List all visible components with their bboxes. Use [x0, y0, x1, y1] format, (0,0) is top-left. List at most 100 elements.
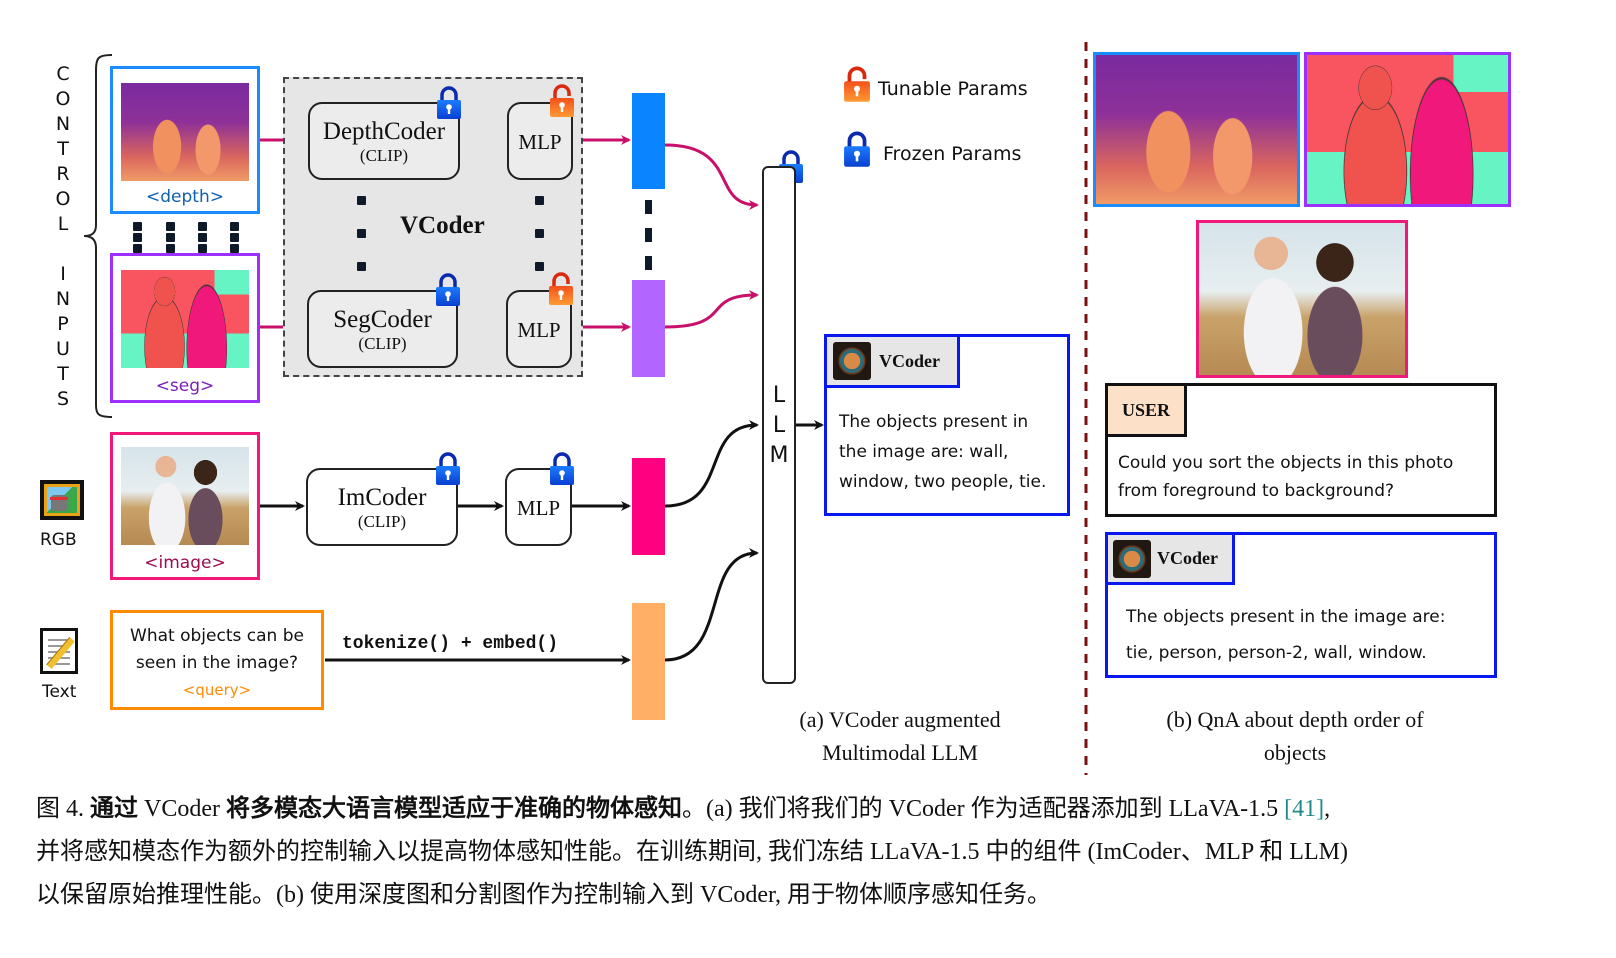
vcoder-response-box-a: VCoder The objects present in the image …	[824, 334, 1070, 516]
frozen-lock-icon	[436, 452, 460, 485]
segcoder-clip-label: (CLIP)	[358, 334, 407, 353]
panel-a-caption: (a) VCoder augmented Multimodal LLM	[750, 703, 1050, 769]
image-token-bar	[632, 458, 665, 555]
control-letter: O	[55, 88, 71, 110]
panel-b-photo-frame	[1196, 220, 1408, 378]
panel-b-seg-frame	[1304, 52, 1511, 207]
seg-tag: <seg>	[155, 376, 215, 396]
image-tag: <image>	[144, 553, 226, 573]
inputs-letter: N	[55, 288, 71, 310]
inputs-label: I N P U T S	[53, 262, 73, 412]
response-line: window, two people, tie.	[839, 472, 1047, 492]
frozen-legend-lock-icon	[844, 131, 870, 167]
panel-b-seg-image	[1307, 55, 1508, 204]
citation-link[interactable]: [41]	[1284, 796, 1325, 822]
imcoder-clip-label: (CLIP)	[357, 512, 407, 531]
depth-input-frame: <depth>	[110, 66, 260, 214]
tunable-legend-label: Tunable Params	[878, 78, 1028, 100]
corgi-avatar-icon	[833, 342, 871, 380]
caption-bold: 将多模态大语言模型适应于准确的物体感知	[225, 796, 682, 822]
control-letter: N	[55, 113, 71, 135]
segmentation-map-image	[121, 270, 249, 368]
inputs-letter: T	[57, 363, 69, 385]
caption-line-2: 并将感知模态作为额外的控制输入以提高物体感知性能。在训练期间, 我们冻结 LLa…	[36, 839, 1348, 865]
token-ellipsis-dash	[645, 228, 652, 242]
figure-caption: 图 4. 通过 VCoder 将多模态大语言模型适应于准确的物体感知。(a) 我…	[36, 788, 1576, 917]
llm-letter: L	[772, 413, 786, 438]
corgi-avatar-icon	[1113, 539, 1151, 578]
vcoder-response-header: VCoder	[827, 337, 960, 388]
depth-token-bar	[632, 93, 665, 189]
rgb-label: RGB	[40, 530, 77, 550]
control-label: C O N T R O L	[53, 62, 73, 237]
caption-text: ,	[1324, 796, 1331, 822]
llm-block: L L M	[762, 166, 796, 684]
rgb-photo-image	[121, 447, 249, 545]
response-line: The objects present in	[839, 412, 1029, 432]
vcoder-response-header: VCoder	[1108, 535, 1235, 585]
tokenize-embed-label: tokenize() + embed()	[342, 634, 559, 654]
caption-bold: 通过	[90, 796, 138, 822]
vcoder-title: VCoder	[400, 212, 485, 239]
frozen-lock-icon	[436, 273, 460, 306]
user-question-line: from foreground to background?	[1118, 481, 1395, 501]
arrow-image-token-to-llm	[664, 420, 759, 508]
tunable-lock-icon	[549, 272, 573, 305]
frozen-legend-label: Frozen Params	[883, 143, 1022, 165]
depth-map-image	[121, 83, 249, 181]
seg-mlp-label: MLP	[517, 318, 561, 342]
caption-text: VCoder	[138, 796, 226, 822]
user-question-box: USER Could you sort the objects in this …	[1105, 383, 1497, 517]
control-letter: C	[56, 63, 70, 85]
llm-letter: M	[769, 443, 789, 468]
inputs-letter: P	[57, 313, 69, 335]
frozen-lock-icon	[437, 86, 461, 119]
seg-token-bar	[632, 280, 665, 377]
query-line: seen in the image?	[135, 653, 299, 673]
imcoder-label: ImCoder	[337, 484, 427, 511]
inputs-letter: S	[56, 388, 70, 410]
imcoder-node: ImCoder (CLIP)	[306, 468, 458, 546]
text-token-bar	[632, 603, 665, 720]
rgb-picture-icon	[40, 480, 84, 520]
depthcoder-label: DepthCoder	[322, 118, 446, 145]
control-inputs-brace	[83, 54, 113, 418]
text-label: Text	[42, 682, 77, 702]
arrow-seg-token-to-llm	[664, 290, 759, 329]
figure-number: 图 4.	[36, 796, 84, 822]
user-question-line: Could you sort the objects in this photo	[1118, 453, 1454, 473]
panel-a-caption-line: Multimodal LLM	[822, 740, 978, 765]
image-mlp-label: MLP	[516, 496, 561, 520]
response-line: the image are: wall,	[839, 442, 1009, 462]
query-line: What objects can be	[130, 626, 304, 646]
caption-line-1: 图 4. 通过 VCoder 将多模态大语言模型适应于准确的物体感知。(a) 我…	[36, 788, 1576, 831]
inputs-letter: U	[56, 338, 70, 360]
tunable-lock-icon	[550, 84, 574, 117]
control-letter: R	[56, 163, 70, 185]
token-ellipsis-dash	[645, 200, 652, 214]
depth-tag: <depth>	[146, 187, 224, 207]
llm-letter: L	[772, 383, 786, 408]
response-line: The objects present in the image are:	[1126, 607, 1446, 627]
bot-name: VCoder	[1157, 548, 1218, 568]
control-letter: L	[57, 213, 69, 235]
control-letter: T	[57, 138, 69, 160]
caption-text: 。(a) 我们将我们的 VCoder 作为适配器添加到 LLaVA-1.5	[681, 796, 1285, 822]
segcoder-node: SegCoder (CLIP)	[307, 290, 458, 368]
frozen-lock-icon	[550, 452, 574, 485]
arrow-text-token-to-llm	[664, 548, 759, 662]
tunable-legend-lock-icon	[844, 66, 870, 102]
panel-b-caption-line: (b) QnA about depth order of	[1166, 707, 1424, 732]
panel-b-photo-image	[1199, 223, 1405, 375]
seg-input-frame: <seg>	[110, 253, 260, 403]
panel-b-caption: (b) QnA about depth order of objects	[1100, 703, 1490, 769]
arrow-depth-token-to-llm	[664, 143, 759, 210]
response-line: tie, person, person-2, wall, window.	[1126, 643, 1427, 663]
token-ellipsis-dash	[645, 256, 652, 270]
vcoder-response-box-b: VCoder The objects present in the image …	[1105, 532, 1497, 678]
depthcoder-node: DepthCoder (CLIP)	[308, 102, 460, 180]
panel-b-depth-image	[1096, 55, 1297, 204]
user-header: USER	[1108, 386, 1187, 437]
text-document-icon	[40, 628, 78, 674]
bot-name: VCoder	[879, 350, 940, 371]
